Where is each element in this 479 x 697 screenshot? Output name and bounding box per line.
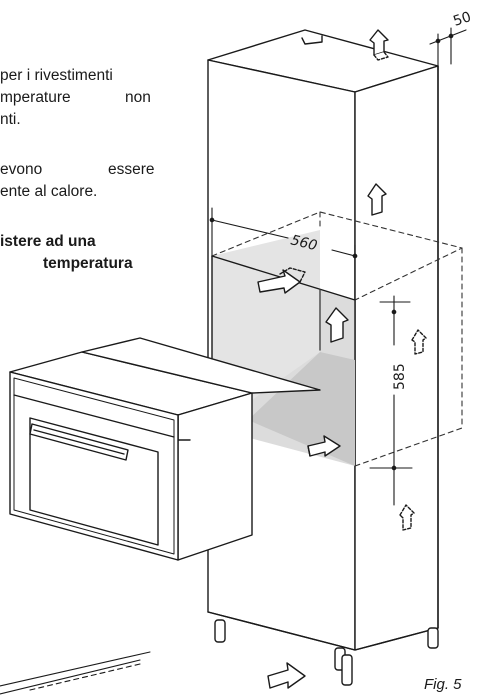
dashed-arrow-icon bbox=[411, 329, 427, 355]
niche-outline bbox=[211, 211, 463, 467]
instruction-line-2b: non bbox=[125, 89, 151, 106]
dimension-label-50: 50 bbox=[451, 9, 473, 30]
dimension-50 bbox=[429, 27, 467, 71]
right-arrow-icon bbox=[307, 435, 341, 457]
dimension-label-585: 585 bbox=[392, 363, 408, 390]
up-arrow-icon bbox=[325, 307, 349, 343]
instruction-line-6: istere ad una bbox=[0, 233, 96, 250]
figure-label: Fig. 5 bbox=[424, 676, 462, 693]
instruction-line-2a: mperature bbox=[0, 89, 71, 106]
up-arrow-icon bbox=[369, 29, 389, 61]
instruction-line-1: per i rivestimenti bbox=[0, 67, 113, 84]
floor-outline bbox=[0, 651, 151, 695]
instruction-line-3: nti. bbox=[0, 111, 21, 128]
dimension-585 bbox=[369, 295, 413, 506]
instruction-line-7: temperatura bbox=[43, 255, 133, 272]
dimension-label-560: 560 bbox=[289, 232, 319, 254]
oven bbox=[9, 337, 321, 561]
instruction-line-5: ente al calore. bbox=[0, 183, 98, 200]
up-arrow-icon bbox=[367, 183, 387, 216]
right-arrow-icon bbox=[257, 267, 306, 294]
dimension-560 bbox=[209, 207, 358, 301]
right-arrow-icon bbox=[267, 662, 306, 689]
instruction-line-4b: essere bbox=[108, 161, 155, 178]
instruction-line-4a: evono bbox=[0, 161, 43, 178]
dashed-arrow-icon bbox=[399, 504, 415, 531]
